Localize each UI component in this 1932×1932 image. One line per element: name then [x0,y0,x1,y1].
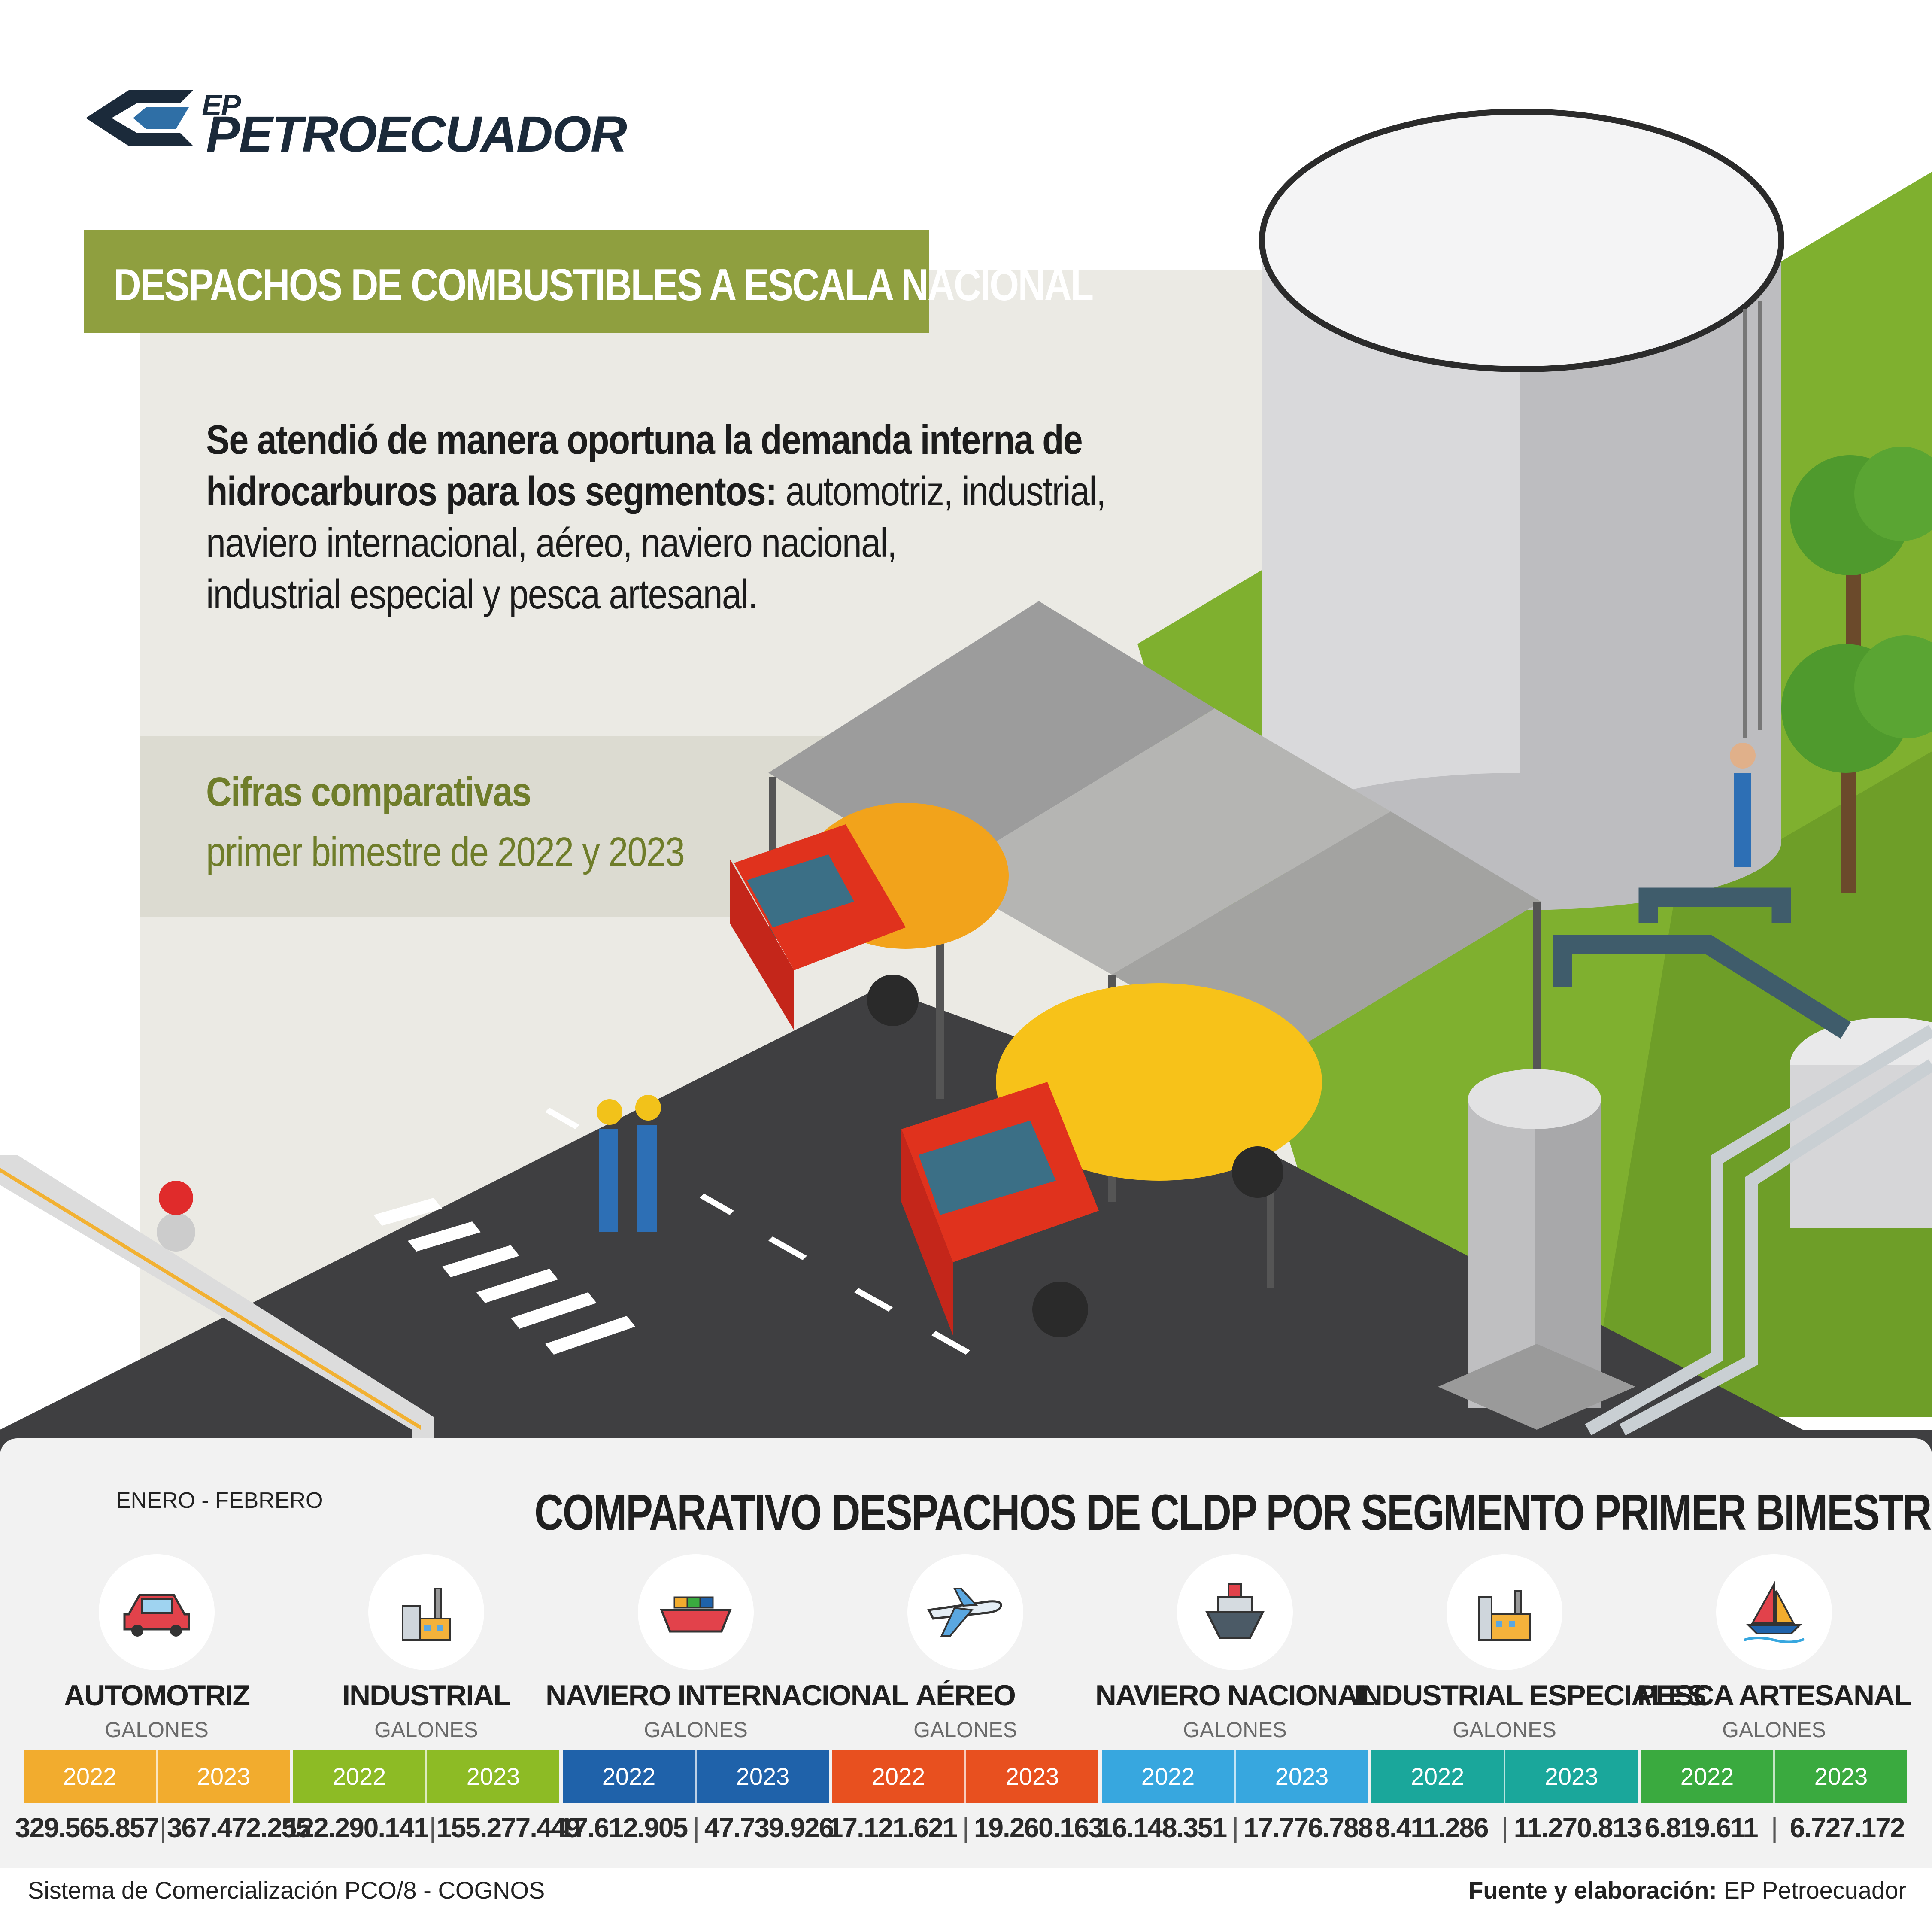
segment-name: NAVIERO INTERNACIONAL [546,1679,909,1712]
segment-name: AUTOMOTRIZ [64,1679,250,1712]
segment-pesca-artesanal: PESCA ARTESANAL GALONES 2022 2023 6.819.… [1637,1554,1912,1843]
car-icon [123,1594,190,1637]
year-2023-label: 2023 [736,1763,790,1790]
segment-year-bar: 2022 2023 [1371,1750,1638,1803]
period-label: ENERO - FEBRERO [116,1488,323,1513]
footer-credit: Fuente y elaboración: EP Petroecuador [1468,1876,1906,1904]
value-2023: 11.270.813 [1513,1812,1642,1843]
segment-unit: GALONES [644,1718,748,1742]
segment-year-bar: 2022 2023 [832,1750,1098,1803]
value-2022: 6.819.611 [1644,1812,1758,1843]
intro-line2-bold: hidrocarburos para los segmentos: [206,468,777,514]
footer-credit-label: Fuente y elaboración: [1468,1877,1717,1904]
year-2022-label: 2022 [602,1763,656,1790]
year-2022-label: 2022 [871,1763,925,1790]
segment-unit: GALONES [1722,1718,1826,1742]
segment-values: 122.290.141| 155.277.449 [285,1812,581,1843]
cifras-title: Cifras comparativas [206,769,531,815]
year-2022-label: 2022 [332,1763,386,1790]
segment-year-bar: 2022 2023 [1641,1750,1907,1803]
segment-values: 17.121.621| 19.260.163 [824,1812,1107,1844]
value-2022: 8.411.286 [1375,1812,1489,1843]
airplane-icon [927,1588,1002,1637]
year-2023-label: 2023 [1005,1763,1059,1790]
segment-icon-circle [99,1554,215,1670]
intro-line1: Se atendió de manera oportuna la demanda… [206,417,1083,463]
segment-icon-circle [1177,1554,1293,1670]
value-2023: 17.776.788 [1243,1812,1373,1843]
value-2022: 17.612.905 [558,1812,688,1843]
year-2022-label: 2022 [1680,1763,1734,1790]
year-2023-label: 2023 [466,1763,520,1790]
value-2023: 19.260.163 [974,1812,1104,1843]
year-2023-label: 2023 [1275,1763,1329,1790]
brand-prefix: EP [202,88,241,122]
segment-unit: GALONES [913,1718,1017,1742]
intro-paragraph: Se atendió de manera oportuna la demanda… [206,414,1106,620]
footer-source-system: Sistema de Comercialización PCO/8 - COGN… [28,1877,545,1904]
segment-aereo: AÉREO GALONES 2022 2023 17.121.621| 19.2… [828,1554,1104,1843]
segment-naviero-nacional: NAVIERO NACIONAL GALONES 2022 2023 16.14… [1095,1554,1375,1843]
year-2022-label: 2022 [1410,1763,1465,1790]
value-2023: 6.727.172 [1789,1812,1905,1843]
chart-title: COMPARATIVO DESPACHOS DE CLDP POR SEGMEN… [534,1484,1932,1541]
segment-values: 6.819.611| 6.727.172 [1632,1812,1916,1844]
segment-icon-circle [1447,1554,1562,1670]
segment-name: AÉREO [916,1679,1016,1712]
segment-icon-circle [368,1554,484,1670]
segment-unit: GALONES [1453,1718,1556,1742]
value-2022: 122.290.141 [285,1812,429,1843]
value-2022: 329.565.857 [15,1812,159,1843]
segment-year-bar: 2022 2023 [563,1750,829,1803]
factory-icon [402,1588,451,1641]
segment-values: 17.612.905| 47.739.926 [554,1812,837,1844]
segment-year-bar: 2022 2023 [293,1750,559,1803]
year-2023-label: 2023 [197,1763,251,1790]
segment-name: NAVIERO NACIONAL [1095,1679,1376,1712]
segment-industrial-especiales: INDUSTRIAL ESPECIALES GALONES 2022 2023 … [1354,1554,1706,1843]
value-2022: 16.148.351 [1097,1812,1227,1843]
segment-naviero-internacional: NAVIERO INTERNACIONAL GALONES 2022 2023 … [546,1554,909,1843]
value-2022: 17.121.621 [828,1812,958,1843]
value-2023: 367.472.255 [167,1812,311,1843]
segment-icon-circle [907,1554,1023,1670]
segment-values: 8.411.286| 11.270.813 [1363,1812,1646,1844]
value-2023: 47.739.926 [704,1812,834,1843]
segment-unit: GALONES [374,1718,478,1742]
segment-industrial: INDUSTRIAL GALONES 2022 2023 122.290.141… [285,1554,581,1843]
ship-icon [1205,1583,1265,1639]
segment-unit: GALONES [105,1718,209,1742]
year-2022-label: 2022 [1141,1763,1195,1790]
segment-name: INDUSTRIAL ESPECIALES [1354,1679,1706,1712]
segment-name: INDUSTRIAL [342,1679,511,1712]
segment-values: 16.148.351| 17.776.788 [1093,1812,1377,1844]
segment-unit: GALONES [1183,1718,1287,1742]
intro-line2-rest: automotriz, industrial, [776,468,1106,514]
intro-line3: naviero internacional, aéreo, naviero na… [206,520,897,566]
segment-name: PESCA ARTESANAL [1637,1679,1911,1712]
segment-automotriz: AUTOMOTRIZ GALONES 2022 2023 329.565.857… [15,1554,311,1843]
footer-credit-value: EP Petroecuador [1717,1877,1906,1904]
page-title: DESPACHOS DE COMBUSTIBLES A ESCALA NACIO… [114,260,1094,310]
year-2022-label: 2022 [63,1763,117,1790]
sailboat-icon [1744,1581,1805,1643]
cifras-subtitle: primer bimestre de 2022 y 2023 [206,829,685,875]
segment-values: 329.565.857| 367.472.255 [15,1812,311,1843]
year-2023-label: 2023 [1814,1763,1868,1790]
segment-icon-circle [638,1554,754,1670]
value-2023: 155.277.449 [436,1812,581,1843]
segment-year-bar: 2022 2023 [24,1750,290,1803]
brand-name: PETROECUADOR [206,106,627,163]
page-title-banner: DESPACHOS DE COMBUSTIBLES A ESCALA NACIO… [84,230,1094,333]
cargo-ship-icon [660,1596,732,1633]
year-2023-label: 2023 [1544,1763,1598,1790]
segment-year-bar: 2022 2023 [1102,1750,1368,1803]
segment-icon-circle [1716,1554,1832,1670]
petroecuador-logo-icon [86,90,193,146]
intro-line4: industrial especial y pesca artesanal. [206,571,758,617]
industry-icon [1478,1590,1531,1641]
